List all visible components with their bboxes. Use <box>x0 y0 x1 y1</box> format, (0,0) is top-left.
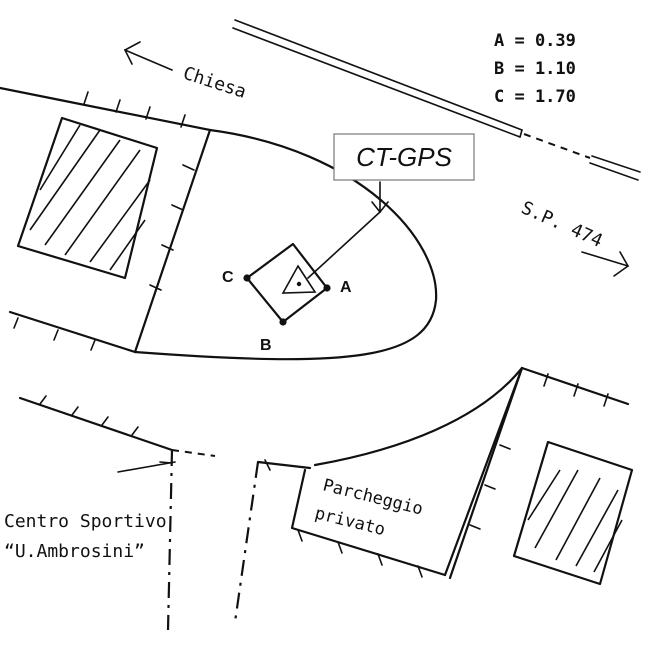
building-lower-right <box>448 366 630 580</box>
point-b-marker <box>279 318 287 326</box>
legend-b: B = 1.10 <box>494 59 576 79</box>
chiesa-label: Chiesa <box>180 63 248 103</box>
point-a-marker <box>323 284 331 292</box>
point-c-marker <box>243 274 251 282</box>
ct-gps-label-box <box>333 133 475 181</box>
sp474-label: S.P. 474 <box>518 197 606 251</box>
station-marker <box>243 242 331 326</box>
ct-gps-label: CT-GPS <box>356 142 452 172</box>
centro-label-line2: “U.Ambrosini” <box>4 541 145 562</box>
ct-gps-pointer <box>307 181 389 279</box>
parking-area <box>256 366 524 578</box>
point-b-label: B <box>260 337 272 354</box>
parcheggio-label-line2: privato <box>313 503 387 540</box>
hatched-square-upper-left <box>16 116 159 280</box>
legend-c: C = 1.70 <box>494 87 576 107</box>
property-line-center <box>233 461 260 623</box>
property-line-left <box>166 449 174 631</box>
road-sp474 <box>232 19 641 181</box>
point-a-label: A <box>340 279 352 296</box>
legend-a: A = 0.39 <box>494 31 576 51</box>
chiesa-arrow <box>124 41 173 71</box>
sp474-arrow <box>581 251 629 277</box>
centro-label-line1: Centro Sportivo <box>4 511 167 532</box>
piazza-outline <box>133 128 438 361</box>
building-upper-left <box>0 86 212 354</box>
point-c-label: C <box>222 269 234 286</box>
lower-left-boundary <box>18 395 216 473</box>
hatched-square-lower-right <box>512 440 634 586</box>
